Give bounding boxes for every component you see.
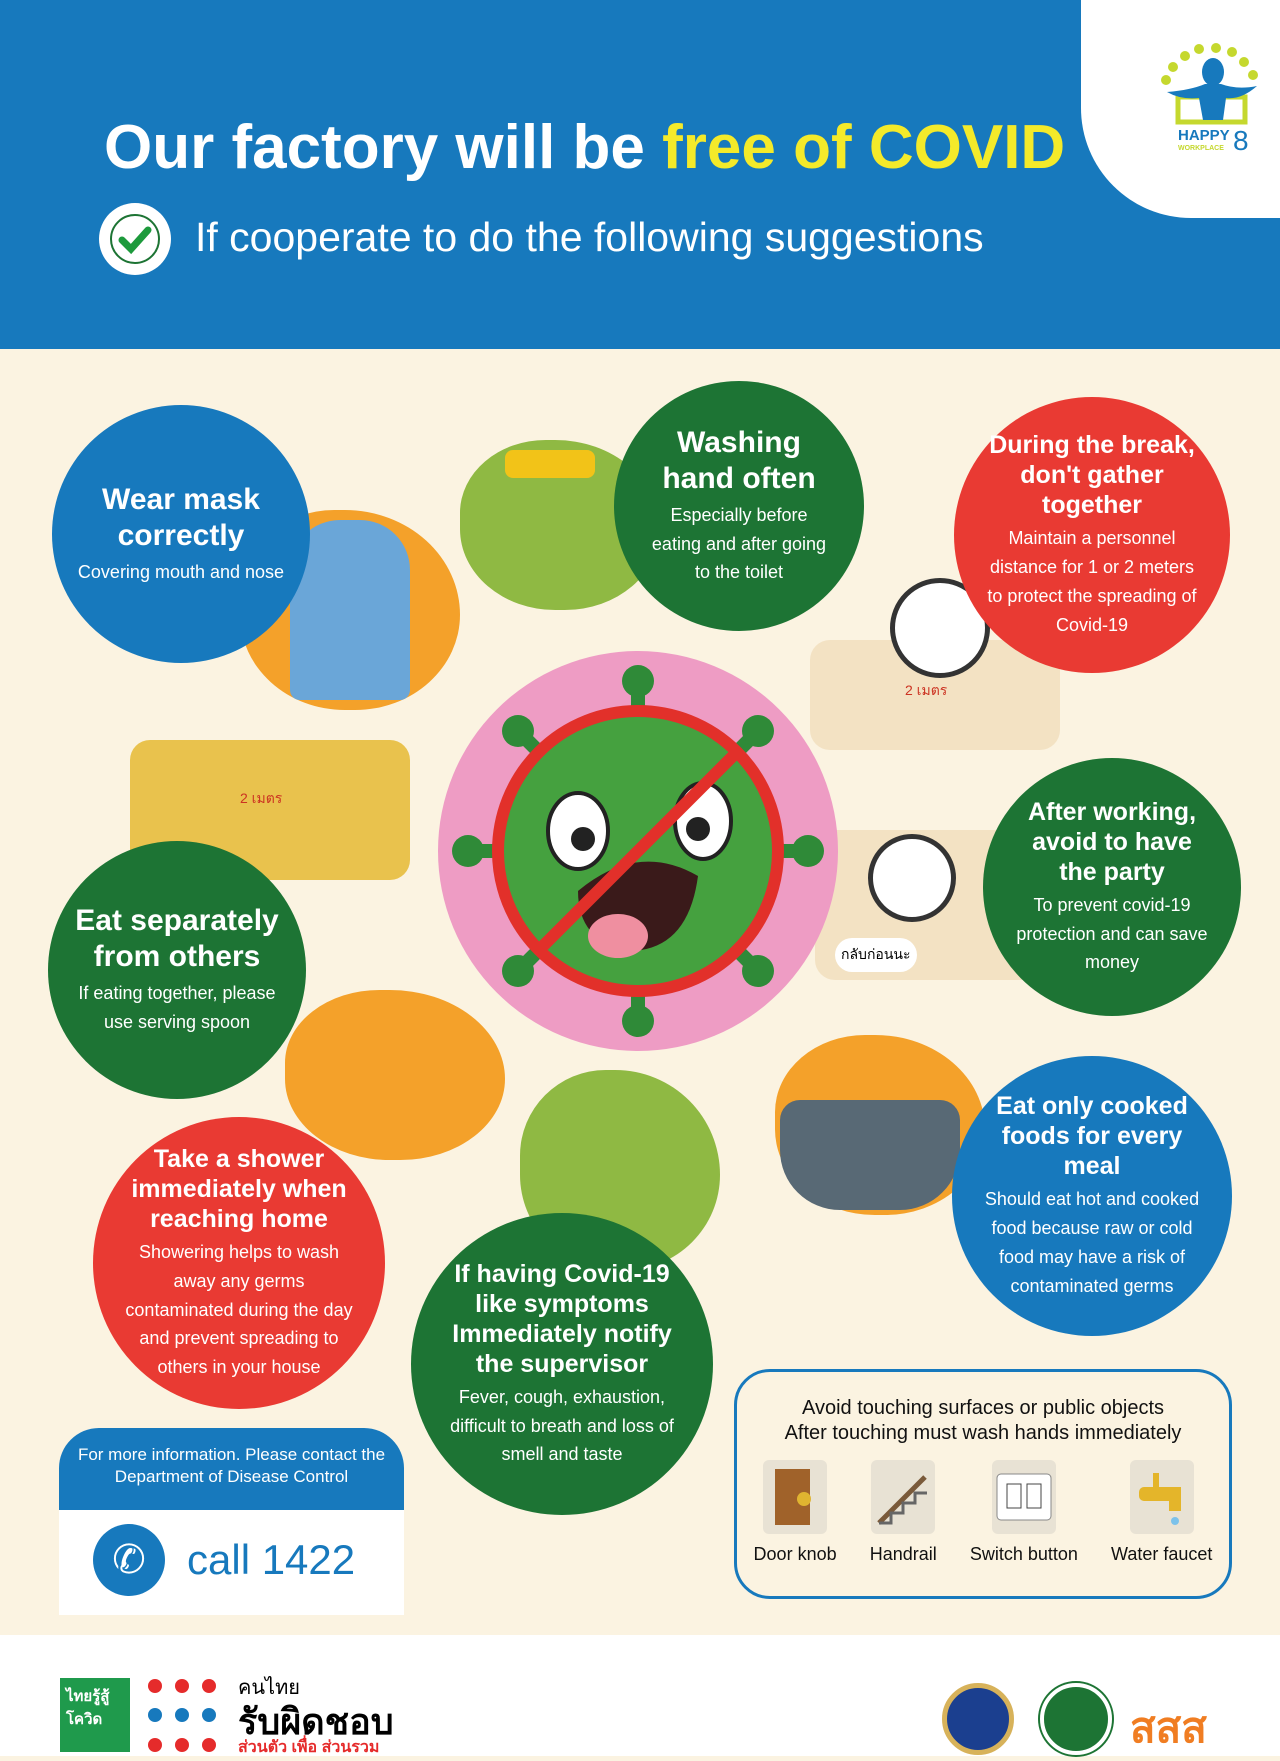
call-button[interactable]: ✆ call 1422 (59, 1510, 404, 1610)
dots-logo (148, 1679, 216, 1752)
shower-illustration (285, 990, 505, 1160)
happy-workplace-logo: HAPPY WORKPLACE 8 (1161, 43, 1258, 156)
page-title: Our factory will be free of COVID (104, 113, 1066, 182)
object-door-knob: Door knob (754, 1460, 837, 1565)
pot-icon (780, 1100, 960, 1210)
worker-figure (290, 520, 410, 700)
tip-report-symptoms: If having Covid-19 like symptoms Immedia… (411, 1213, 713, 1515)
check-icon (99, 203, 171, 275)
avoid-text: Avoid touching surfaces or public object… (784, 1397, 1182, 1444)
light-switch-icon (991, 1460, 1056, 1534)
footer-line2: รับผิดชอบ (238, 1701, 394, 1742)
object-handrail: Handrail (870, 1460, 937, 1565)
phone-number: 1422 (261, 1536, 356, 1583)
handrail-icon (871, 1460, 936, 1534)
footer: ไทยรู้สู้โควิด คนไทย รับผิดชอบ ส่วนตัว เ… (0, 1635, 1280, 1756)
logo-corner: HAPPY WORKPLACE 8 (1081, 0, 1280, 218)
header-banner (0, 0, 1280, 349)
footer-line1: คนไทย (238, 1677, 301, 1699)
mahidol-seal (942, 1683, 1014, 1755)
call-label: call (187, 1536, 251, 1583)
thai-fight-covid-badge: ไทยรู้สู้โควิด (60, 1678, 130, 1752)
subtitle: If cooperate to do the following suggest… (195, 214, 984, 260)
faucet-icon (505, 450, 595, 478)
svg-text:HAPPY: HAPPY (1178, 127, 1230, 144)
faucet-icon (1129, 1460, 1194, 1534)
speech-bubble: กลับก่อนนะ (835, 938, 917, 972)
svg-text:WORKPLACE: WORKPLACE (1178, 145, 1224, 152)
phone-icon: ✆ (93, 1524, 165, 1596)
contact-text: For more information. Please contact the… (59, 1428, 404, 1510)
ministry-public-health-seal (1040, 1683, 1112, 1755)
avoid-touching-box: Avoid touching surfaces or public object… (734, 1369, 1232, 1599)
door-knob-icon (763, 1460, 828, 1534)
object-switch-button: Switch button (970, 1460, 1078, 1565)
object-water-faucet: Water faucet (1111, 1460, 1212, 1565)
clock-icon (868, 834, 956, 922)
no-virus-icon (452, 665, 824, 1037)
contact-box: For more information. Please contact the… (59, 1428, 404, 1615)
thaihealth-logo: สสส (1130, 1704, 1207, 1751)
footer-line3: ส่วนตัว เพื่อ ส่วนรวม (238, 1739, 380, 1756)
svg-text:8: 8 (1233, 125, 1249, 156)
tip-take-shower: Take a shower immediately when reaching … (93, 1117, 385, 1409)
